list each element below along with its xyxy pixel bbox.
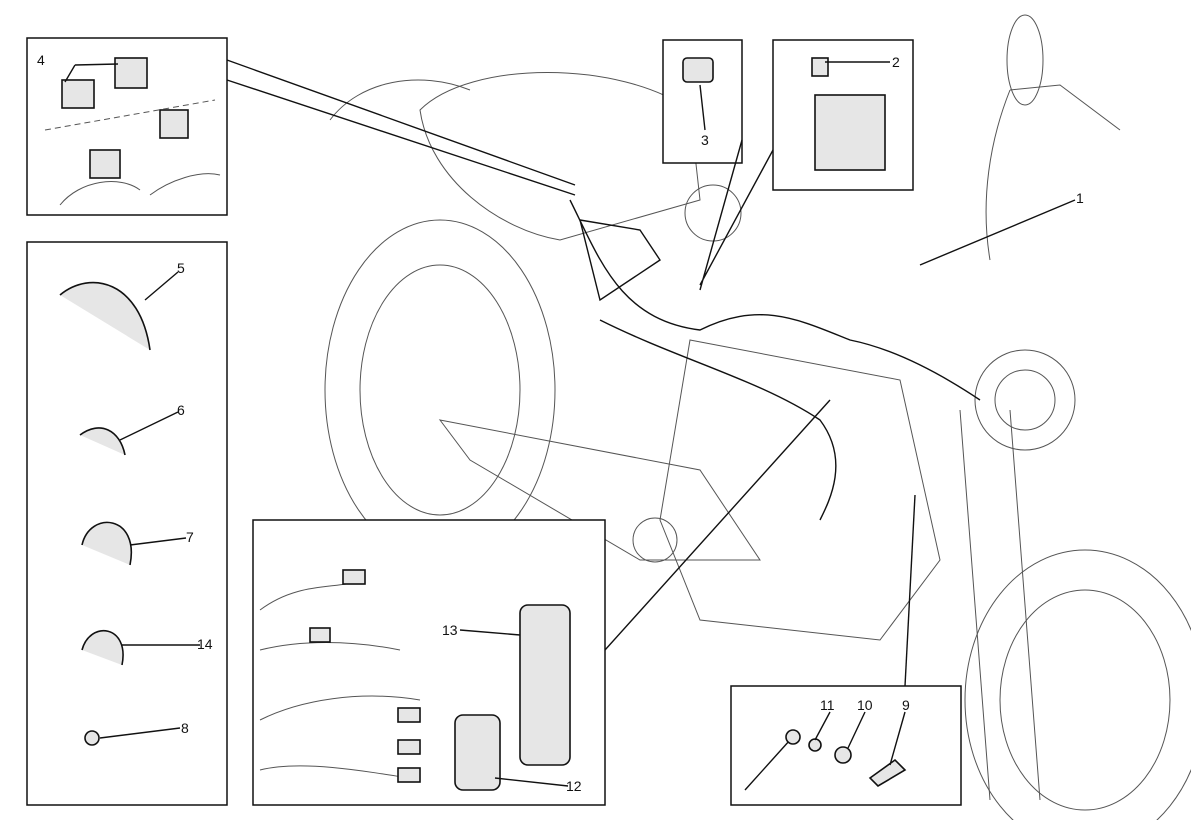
callout-2: 2: [892, 54, 900, 70]
callout-10: 10: [857, 697, 873, 713]
inset-clamps: [26, 241, 228, 806]
inset-ground-fastening: [730, 685, 962, 806]
callout-12: 12: [566, 778, 582, 794]
callout-11: 11: [820, 697, 835, 713]
callout-8: 8: [181, 720, 189, 736]
callout-13: 13: [442, 622, 458, 638]
callout-4: 4: [37, 52, 45, 68]
relay-part: [61, 79, 95, 109]
callout-9: 9: [902, 697, 910, 713]
callout-6: 6: [177, 402, 185, 418]
leader-lines: [64, 59, 1076, 787]
callout-14: 14: [197, 636, 213, 652]
callout-7: 7: [186, 529, 194, 545]
callout-5: 5: [177, 260, 185, 276]
callout-1: 1: [1076, 190, 1084, 206]
callout-3: 3: [701, 132, 709, 148]
relay-part: [114, 57, 148, 89]
